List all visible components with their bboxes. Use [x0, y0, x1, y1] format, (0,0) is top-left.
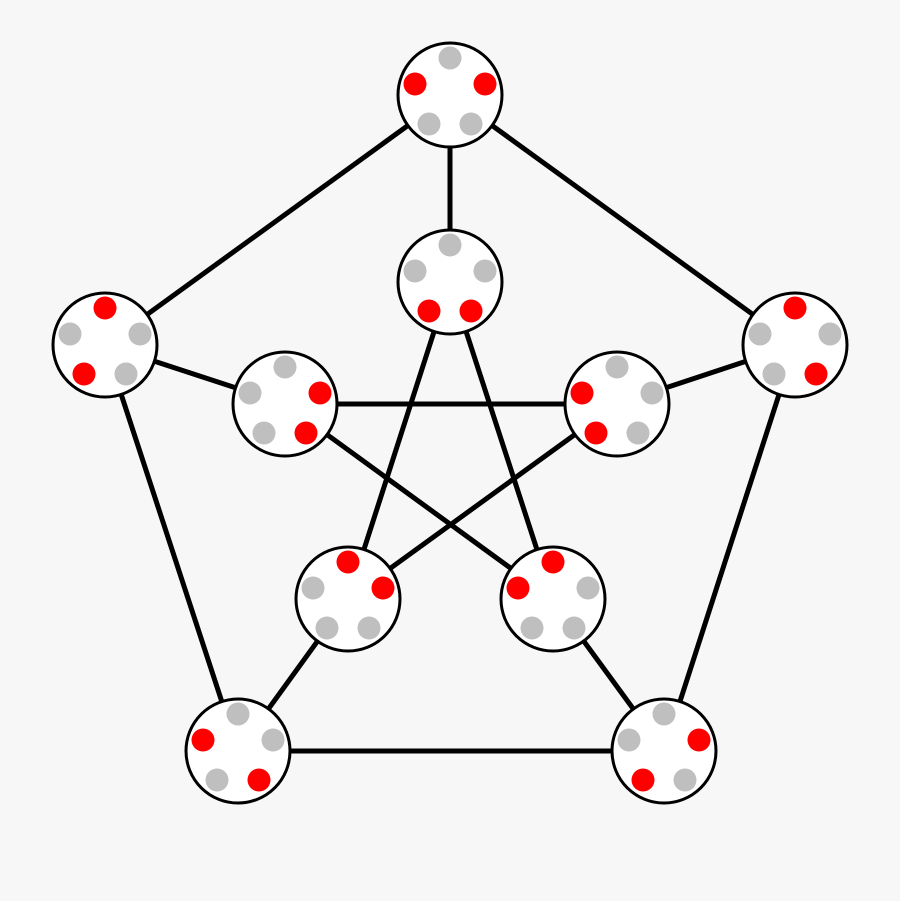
gray-dot: [652, 702, 676, 726]
nodes-layer: [51, 41, 849, 805]
red-dot: [783, 296, 807, 320]
edge-inner-left-inner-bottom-right: [283, 401, 555, 602]
gray-dot: [673, 768, 697, 792]
gray-dot: [640, 381, 664, 405]
red-dot: [191, 728, 215, 752]
gray-dot: [748, 322, 772, 346]
red-dot: [506, 576, 530, 600]
gray-dot: [438, 46, 462, 70]
red-dot: [473, 72, 497, 96]
gray-dot: [626, 421, 650, 445]
gray-dot: [58, 322, 82, 346]
edges-layer: [102, 92, 798, 754]
edge-outer-left-outer-bottom-left: [102, 344, 241, 752]
red-dot: [417, 299, 441, 323]
red-dot: [584, 421, 608, 445]
red-dot: [336, 550, 360, 574]
node-inner-left: [231, 350, 339, 458]
node-outer-right: [741, 291, 849, 399]
edge-inner-top-inner-bottom-left: [345, 281, 453, 600]
edge-outer-top-outer-right: [448, 92, 797, 348]
gray-dot: [438, 233, 462, 257]
node-inner-bottom-right: [499, 545, 607, 653]
node-inner-bottom-left: [294, 545, 402, 653]
node-outer-left: [51, 291, 159, 399]
gray-dot: [762, 362, 786, 386]
node-outer-top: [396, 41, 504, 149]
gray-dot: [403, 259, 427, 283]
node-outer-bottom-left: [184, 697, 292, 805]
gray-dot: [128, 322, 152, 346]
red-dot: [72, 362, 96, 386]
red-dot: [371, 576, 395, 600]
edge-outer-top-outer-left: [103, 92, 452, 348]
gray-dot: [205, 768, 229, 792]
gray-dot: [357, 616, 381, 640]
gray-dot: [114, 362, 138, 386]
red-dot: [308, 381, 332, 405]
gray-dot: [226, 702, 250, 726]
edge-inner-top-inner-bottom-right: [447, 281, 556, 600]
red-dot: [687, 728, 711, 752]
red-dot: [804, 362, 828, 386]
gray-dot: [417, 112, 441, 136]
gray-dot: [238, 381, 262, 405]
red-dot: [631, 768, 655, 792]
gray-dot: [818, 322, 842, 346]
gray-dot: [576, 576, 600, 600]
gray-dot: [261, 728, 285, 752]
gray-dot: [315, 616, 339, 640]
gray-dot: [562, 616, 586, 640]
node-outer-bottom-right: [610, 697, 718, 805]
red-dot: [294, 421, 318, 445]
red-dot: [403, 72, 427, 96]
red-dot: [247, 768, 271, 792]
gray-dot: [252, 421, 276, 445]
edge-inner-right-inner-bottom-left: [346, 401, 619, 602]
gray-dot: [459, 112, 483, 136]
gray-dot: [520, 616, 544, 640]
gray-dot: [605, 355, 629, 379]
gray-dot: [273, 355, 297, 379]
node-inner-right: [563, 350, 671, 458]
gray-dot: [473, 259, 497, 283]
red-dot: [541, 550, 565, 574]
gray-dot: [617, 728, 641, 752]
red-dot: [459, 299, 483, 323]
edge-outer-right-outer-bottom-right: [661, 344, 798, 752]
gray-dot: [301, 576, 325, 600]
node-inner-top: [396, 228, 504, 336]
red-dot: [93, 296, 117, 320]
red-dot: [570, 381, 594, 405]
